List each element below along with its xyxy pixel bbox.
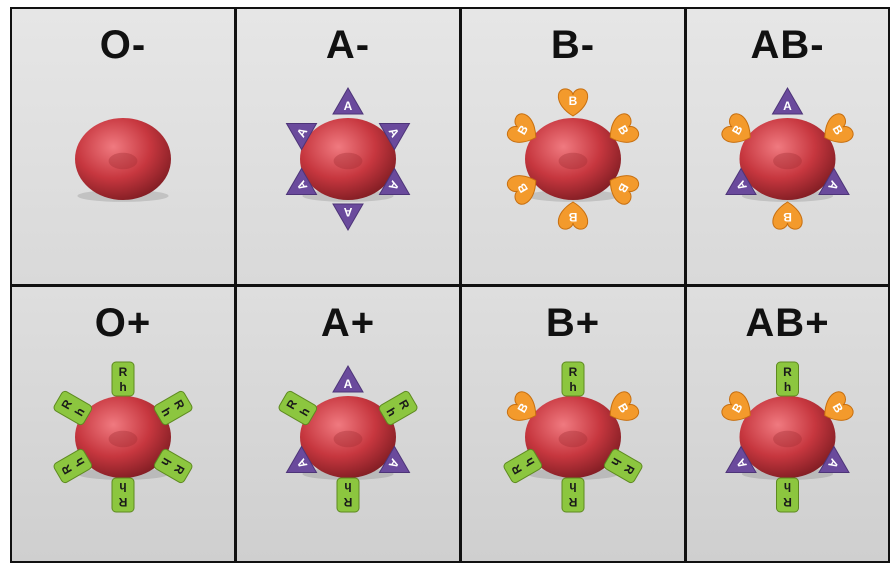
antigen-a-marker: A bbox=[332, 203, 364, 232]
cell-label: B+ bbox=[545, 301, 601, 345]
antigen-b-marker: B bbox=[557, 88, 589, 117]
grid-divider bbox=[12, 284, 888, 287]
antigen-b-marker: B bbox=[609, 391, 639, 421]
antigen-b-marker: B bbox=[507, 113, 537, 143]
antigen-b-marker: B bbox=[824, 391, 854, 421]
svg-text:A: A bbox=[344, 99, 353, 113]
antigen-a-marker: A bbox=[818, 445, 850, 474]
cell-label: AB+ bbox=[745, 301, 830, 345]
antigen-b-marker: B bbox=[609, 175, 639, 205]
antigen-b-marker: B bbox=[721, 391, 751, 421]
antigen-rh-marker: Rh bbox=[378, 390, 418, 426]
cell-label: O+ bbox=[94, 301, 152, 345]
red-blood-cell bbox=[75, 396, 171, 480]
blood-cell-illustration bbox=[75, 118, 171, 202]
antigen-rh-marker: Rh bbox=[153, 390, 193, 426]
red-blood-cell bbox=[525, 396, 621, 480]
svg-text:R: R bbox=[119, 365, 128, 379]
svg-text:h: h bbox=[119, 380, 126, 394]
svg-text:h: h bbox=[569, 480, 576, 494]
red-blood-cell bbox=[525, 118, 621, 202]
svg-text:h: h bbox=[344, 480, 351, 494]
antigen-rh-marker: Rh bbox=[776, 477, 799, 513]
antigen-rh-marker: Rh bbox=[776, 361, 799, 397]
svg-text:h: h bbox=[119, 480, 126, 494]
cell-o-negative: O- bbox=[12, 9, 234, 284]
antigen-rh-marker: Rh bbox=[53, 390, 93, 426]
antigen-rh-marker: Rh bbox=[153, 448, 193, 484]
antigen-a-marker: A bbox=[378, 445, 411, 474]
svg-text:B: B bbox=[783, 210, 792, 224]
svg-text:A: A bbox=[783, 99, 792, 113]
cell-label: O- bbox=[99, 23, 147, 67]
cell-label: A- bbox=[325, 23, 371, 67]
antigen-a-marker: A bbox=[285, 445, 318, 474]
antigen-b-marker: B bbox=[507, 391, 537, 421]
antigen-rh-marker: Rh bbox=[561, 477, 585, 513]
svg-text:B: B bbox=[569, 94, 578, 108]
antigen-rh-marker: Rh bbox=[111, 477, 135, 513]
cell-label: B- bbox=[550, 23, 596, 67]
antigen-a-marker: A bbox=[332, 86, 364, 115]
cell-b-negative: B- B B B B B B bbox=[462, 9, 684, 284]
antigen-rh-marker: Rh bbox=[111, 361, 135, 397]
antigen-rh-marker: Rh bbox=[561, 361, 585, 397]
antigen-a-marker: A bbox=[725, 167, 757, 196]
svg-text:h: h bbox=[784, 380, 791, 394]
red-blood-cell bbox=[300, 118, 396, 202]
blood-cell-illustration: B B B B B B bbox=[507, 88, 639, 230]
red-blood-cell bbox=[739, 118, 836, 202]
antigen-rh-marker: Rh bbox=[278, 390, 318, 426]
antigen-b-marker: B bbox=[507, 175, 537, 205]
antigen-b-marker: B bbox=[557, 201, 589, 230]
cell-label: A+ bbox=[320, 301, 376, 345]
antigen-rh-marker: Rh bbox=[336, 477, 360, 513]
cell-label: AB- bbox=[750, 23, 825, 67]
antigen-a-marker: A bbox=[725, 445, 757, 474]
svg-text:A: A bbox=[343, 205, 352, 219]
svg-text:R: R bbox=[343, 495, 352, 509]
antigen-b-marker: B bbox=[772, 201, 803, 230]
antigen-rh-marker: Rh bbox=[53, 448, 93, 484]
svg-text:h: h bbox=[569, 380, 576, 394]
red-blood-cell bbox=[75, 118, 171, 202]
antigen-rh-marker: Rh bbox=[503, 448, 543, 484]
svg-text:R: R bbox=[783, 365, 792, 379]
red-blood-cell bbox=[739, 396, 836, 480]
antigen-rh-marker: Rh bbox=[603, 448, 643, 484]
antigen-b-marker: B bbox=[824, 113, 854, 143]
antigen-a-marker: A bbox=[378, 167, 411, 196]
svg-text:R: R bbox=[568, 495, 577, 509]
red-blood-cell bbox=[300, 396, 396, 480]
antigen-a-marker: A bbox=[378, 122, 411, 151]
antigen-a-marker: A bbox=[771, 86, 804, 115]
svg-text:A: A bbox=[344, 377, 353, 391]
svg-text:h: h bbox=[784, 480, 791, 494]
antigen-b-marker: B bbox=[609, 113, 639, 143]
svg-text:R: R bbox=[569, 365, 578, 379]
antigen-b-marker: B bbox=[721, 113, 751, 143]
antigen-a-marker: A bbox=[332, 364, 364, 393]
antigen-a-marker: A bbox=[285, 167, 318, 196]
svg-text:B: B bbox=[568, 210, 577, 224]
svg-text:R: R bbox=[783, 495, 792, 509]
antigen-a-marker: A bbox=[818, 167, 850, 196]
svg-text:R: R bbox=[118, 495, 127, 509]
antigen-a-marker: A bbox=[285, 122, 318, 151]
